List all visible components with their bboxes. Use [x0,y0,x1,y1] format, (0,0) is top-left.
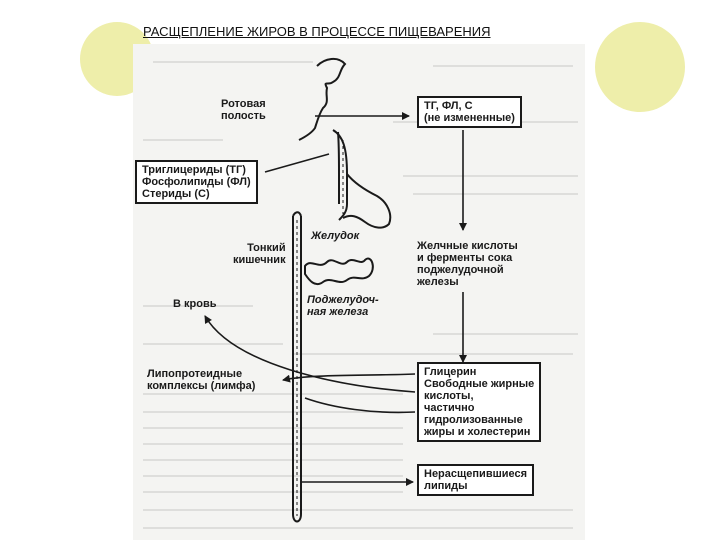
blood-label: В кровь [173,298,217,310]
slide-title: РАСЩЕПЛЕНИЕ ЖИРОВ В ПРОЦЕССЕ ПИЩЕВАРЕНИЯ [143,24,491,39]
stomach-shape [342,173,392,229]
arrow-products-to-intestine [304,397,416,414]
pancreas-shape [304,257,374,286]
esophagus [332,129,348,221]
arrow-products-to-blood [204,315,416,393]
decorative-circle-right [595,22,685,112]
stomach-label: Желудок [311,230,360,242]
arrow-products-to-lymph [282,373,416,383]
pancreas-label: Поджелудоч-ная железа [307,294,379,318]
intestine-end [292,513,302,523]
lipids-box: Триглицериды (ТГ)Фосфолипиды (ФЛ)Стериды… [135,160,258,204]
arrow-lipids-to-mouth [264,153,330,173]
unchanged-box: ТГ, ФЛ, С(не измененные) [417,96,522,128]
head-profile [298,58,347,141]
